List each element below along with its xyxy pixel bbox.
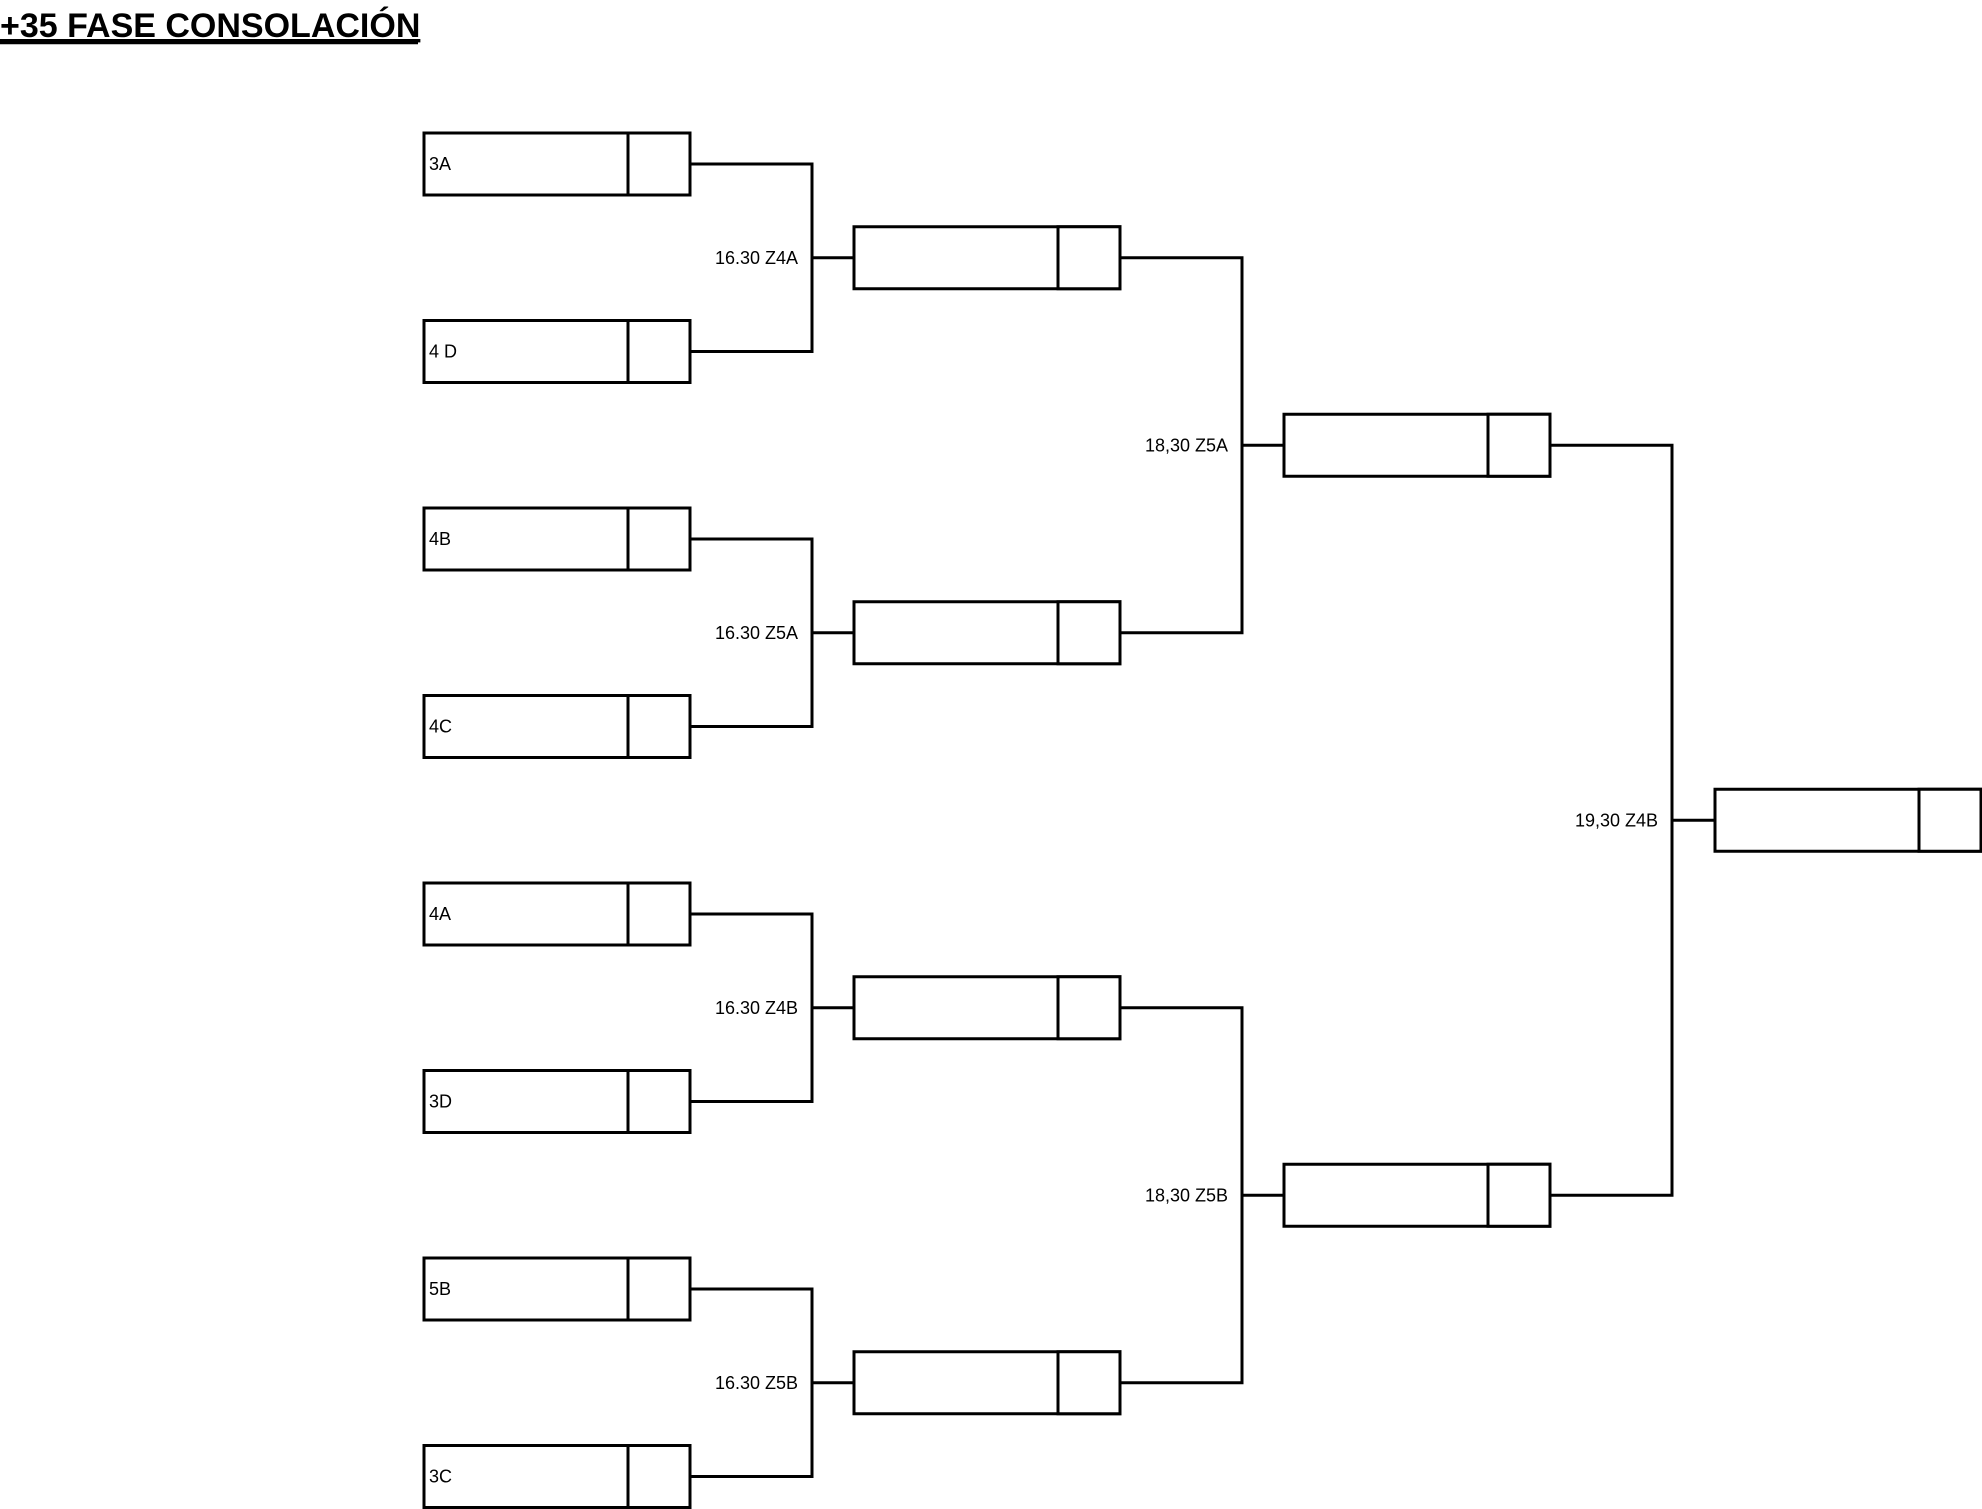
bracket-slot: 5B <box>422 1256 692 1322</box>
bracket-slot <box>1282 412 1552 478</box>
slot-label: 3D <box>429 1092 452 1112</box>
slot-label: 5B <box>429 1279 451 1299</box>
slot-score-box <box>626 506 692 572</box>
bracket-slot: 4C <box>422 694 692 759</box>
bracket-slot: 3D <box>422 1069 692 1134</box>
bracket-connector <box>690 1287 854 1478</box>
bracket-slot: 3C <box>422 1444 692 1509</box>
slot-score-box <box>1486 412 1552 478</box>
bracket-slot <box>1713 787 1982 853</box>
slot-score-box <box>1486 1162 1552 1228</box>
page-title: +35 FASE CONSOLACIÓN <box>0 7 420 45</box>
bracket-connector <box>1550 443 1715 1197</box>
slot-score-box <box>626 319 692 384</box>
bracket-slot <box>852 975 1122 1041</box>
match-time-label: 16.30 Z4B <box>715 998 798 1018</box>
slot-score-box <box>626 1444 692 1509</box>
slot-label: 4C <box>429 717 452 737</box>
bracket-slots: 3A 4 D 4B 4C 4A 3D 5B 3C <box>422 131 1982 1509</box>
bracket-connector <box>1120 256 1284 635</box>
slot-label: 3A <box>429 154 451 174</box>
bracket-connectors <box>690 162 1715 1478</box>
slot-score-box <box>626 881 692 947</box>
bracket-slot: 4B <box>422 506 692 572</box>
slot-label: 4B <box>429 529 451 549</box>
match-time-label: 18,30 Z5B <box>1145 1185 1228 1205</box>
slot-label: 3C <box>429 1467 452 1487</box>
bracket-connector <box>690 537 854 728</box>
slot-score-box <box>1056 1350 1122 1416</box>
bracket-slot: 4 D <box>422 319 692 384</box>
slot-score-box <box>1056 975 1122 1041</box>
bracket-slot <box>1282 1162 1552 1228</box>
bracket-slot <box>852 1350 1122 1416</box>
slot-score-box <box>626 694 692 759</box>
bracket-connector <box>690 162 854 353</box>
match-time-label: 18,30 Z5A <box>1145 435 1228 455</box>
bracket-connector <box>690 912 854 1103</box>
bracket-slot: 4A <box>422 881 692 947</box>
match-time-label: 16.30 Z5B <box>715 1373 798 1393</box>
slot-label: 4A <box>429 904 451 924</box>
slot-score-box <box>626 1069 692 1134</box>
slot-label: 4 D <box>429 342 457 362</box>
bracket-slot <box>852 600 1122 666</box>
bracket-slot <box>852 225 1122 291</box>
slot-score-box <box>626 1256 692 1322</box>
match-time-label: 16.30 Z5A <box>715 623 798 643</box>
slot-score-box <box>1056 225 1122 291</box>
slot-score-box <box>1056 600 1122 666</box>
slot-score-box <box>626 131 692 197</box>
slot-score-box <box>1917 787 1982 853</box>
match-time-label: 16.30 Z4A <box>715 248 798 268</box>
bracket-slot: 3A <box>422 131 692 197</box>
match-time-label: 19,30 Z4B <box>1575 810 1658 830</box>
match-labels: 16.30 Z4A 16.30 Z5A 16.30 Z4B 16.30 Z5B 18,3… <box>715 248 1658 1393</box>
bracket-connector <box>1120 1006 1284 1385</box>
